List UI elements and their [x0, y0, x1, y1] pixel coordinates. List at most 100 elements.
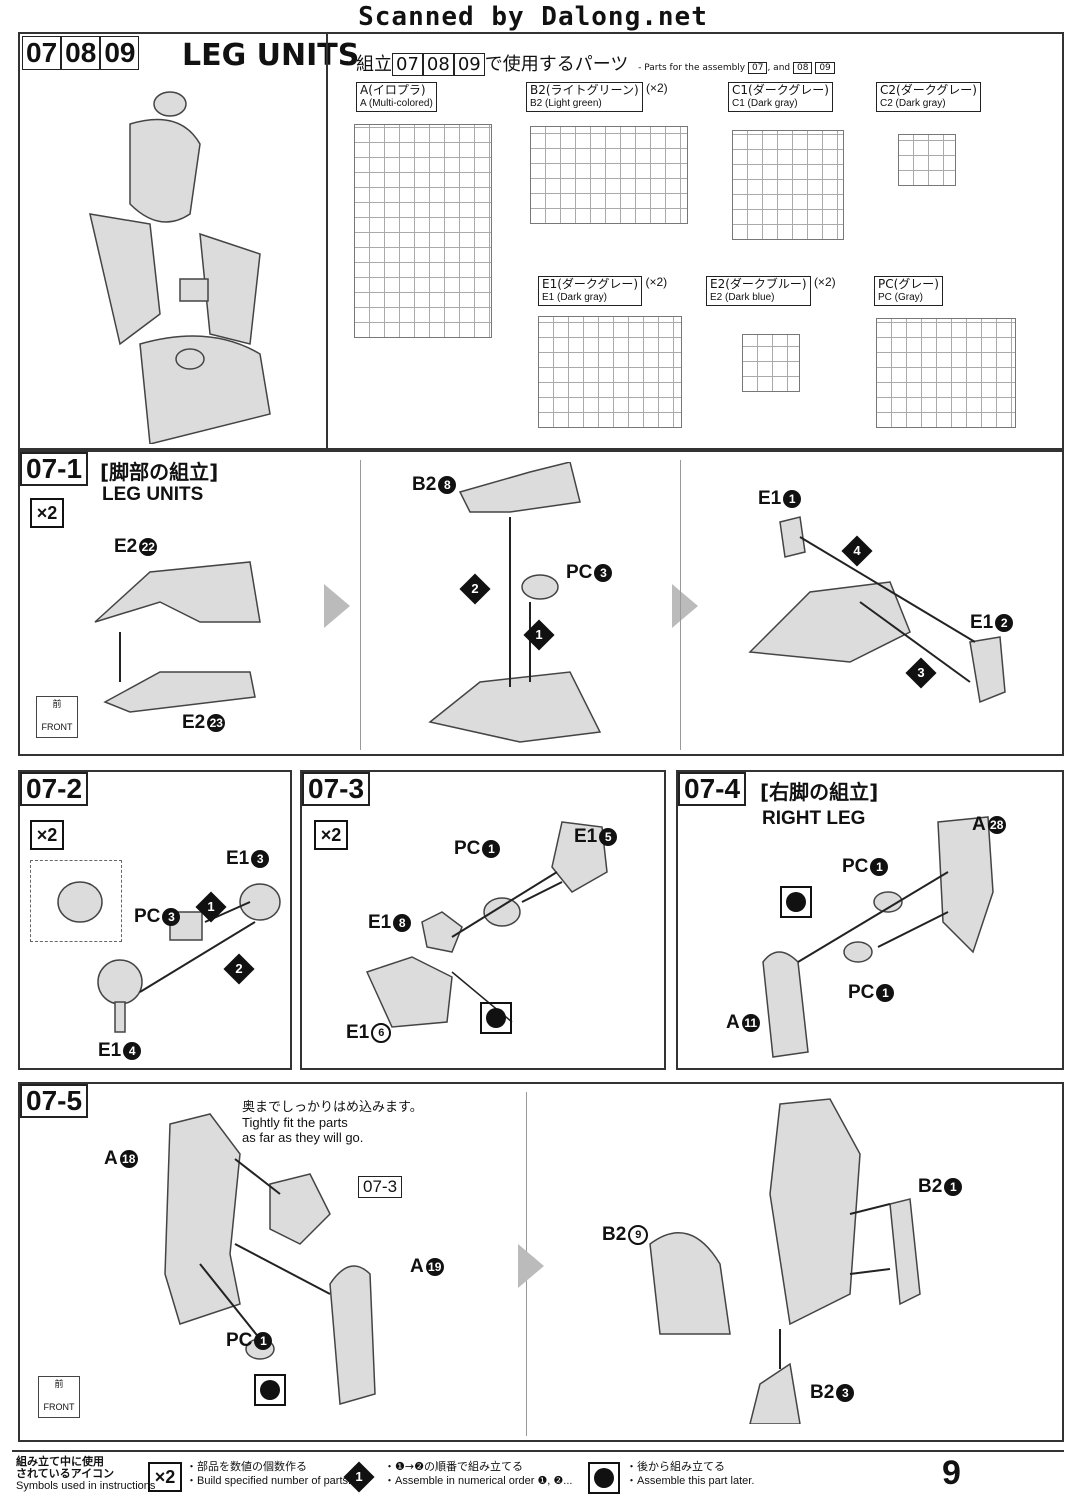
step-07-5-panel: 07-5 奥までしっかりはめ込みます。 Tightly fit the part…	[18, 1082, 1064, 1442]
runner-label-a: A(イロプラ)A (Multi-colored)	[356, 82, 437, 112]
front-jp: 前	[52, 699, 62, 709]
runner-a-jp: A(イロプラ)	[360, 83, 426, 97]
legend-order-en: ・Assemble in numerical order ❶, ❷...	[384, 1475, 573, 1487]
detail-inset-box	[30, 860, 122, 942]
order-1-icon: 1	[195, 891, 227, 923]
parts-intro-en: Parts for the assembly	[644, 63, 746, 73]
runner-b2-count: (×2)	[645, 81, 668, 95]
header-step-09: 09	[100, 36, 140, 70]
runner-label-c1: C1(ダークグレー)C1 (Dark gray)	[728, 82, 833, 112]
runner-e1-jp: E1(ダークグレー)	[542, 277, 639, 291]
step-07-5-illustration-a	[164, 1113, 376, 1405]
step-07-2-illustration	[57, 881, 281, 1033]
note-en-line2: as far as they will go.	[242, 1130, 364, 1145]
front-en: FRONT	[41, 722, 73, 732]
runner-c2-jp: C2(ダークグレー)	[880, 83, 977, 97]
legend-multiply-icon: ×2	[148, 1462, 182, 1492]
step-07-3-illustration	[365, 821, 608, 1028]
front-jp: 前	[54, 1379, 64, 1389]
multiply-2-icon: ×2	[314, 820, 348, 850]
runner-label-c2: C2(ダークグレー)C2 (Dark gray)	[876, 82, 981, 112]
parts-intro-step-09: 09	[453, 53, 485, 76]
legend-later-icon	[588, 1462, 620, 1494]
step-07-3-number: 07-3	[302, 772, 371, 806]
legend-title: 組み立て中に使用 されているアイコン Symbols used in instr…	[16, 1456, 156, 1493]
multiply-2-icon: ×2	[30, 498, 64, 528]
step-07-1-title-jp: [脚部の組立]	[100, 460, 219, 484]
header-step-08: 08	[61, 36, 101, 70]
runner-pc-illustration	[876, 318, 1016, 428]
order-3-icon: 3	[905, 657, 937, 689]
parts-intro-en-step-09: 09	[815, 62, 835, 74]
legend-order-icon: 1	[343, 1461, 375, 1493]
runner-e2-count: (×2)	[813, 275, 836, 289]
order-4-icon: 4	[841, 535, 873, 567]
runner-c2-illustration	[898, 134, 956, 186]
runner-c1-en: C1 (Dark gray)	[732, 98, 798, 109]
page-number: 9	[942, 1454, 961, 1492]
legend-title-en: Symbols used in instructions	[16, 1480, 156, 1492]
runner-a-illustration	[354, 124, 492, 338]
runner-pc-jp: PC(グレー)	[878, 277, 939, 291]
reference-07-3: 07-3	[358, 1176, 403, 1198]
legend-multiply-jp: ・部品を数値の個数作る	[186, 1460, 307, 1473]
header-divider	[326, 34, 328, 448]
step-07-5-number: 07-5	[20, 1084, 89, 1118]
step-07-4-number: 07-4	[678, 772, 747, 806]
step-07-1-illustration-b	[428, 462, 602, 743]
assemble-later-icon	[780, 886, 812, 918]
runner-a-en: A (Multi-colored)	[360, 98, 433, 109]
divider-07-1-b	[680, 460, 681, 750]
runner-pc-en: PC (Gray)	[878, 292, 923, 303]
step-07-5-note: 奥までしっかりはめ込みます。 Tightly fit the parts as …	[242, 1100, 423, 1145]
runner-b2-en: B2 (Light green)	[530, 98, 602, 109]
step-07-1-number: 07-1	[20, 452, 89, 486]
assemble-later-icon	[480, 1002, 512, 1034]
order-2-icon: 2	[459, 573, 491, 605]
runner-c2-en: C2 (Dark gray)	[880, 98, 946, 109]
multiply-2-icon: ×2	[30, 820, 64, 850]
step-07-4-title-jp: [右脚の組立]	[760, 780, 879, 804]
leg-overview-illustration	[89, 91, 271, 444]
flow-arrow-3	[518, 1244, 544, 1288]
step-07-4-title-en: RIGHT LEG	[762, 808, 866, 829]
runner-label-e2: E2(ダークブルー)E2 (Dark blue) (×2)	[706, 276, 836, 306]
runner-e2-illustration	[742, 334, 800, 392]
legend-later-en: ・Assemble this part later.	[626, 1475, 755, 1487]
step-07-1-illustration-a	[94, 561, 261, 713]
step-07-2-number: 07-2	[20, 772, 89, 806]
header-step-07: 07	[22, 36, 62, 70]
runner-e2-en: E2 (Dark blue)	[710, 292, 775, 303]
runner-label-b2: B2(ライトグリーン)B2 (Light green) (×2)	[526, 82, 668, 112]
parts-intro-en-step-08: 08	[792, 62, 813, 74]
runner-e1-count: (×2)	[645, 275, 668, 289]
legend-title-jp2: されているアイコン	[16, 1467, 115, 1480]
parts-intro-step-07: 07	[392, 53, 423, 76]
legend-order-jp: ・❶→❷の順番で組み立てる	[384, 1460, 523, 1473]
step-07-5-illustration-b	[649, 1098, 921, 1424]
